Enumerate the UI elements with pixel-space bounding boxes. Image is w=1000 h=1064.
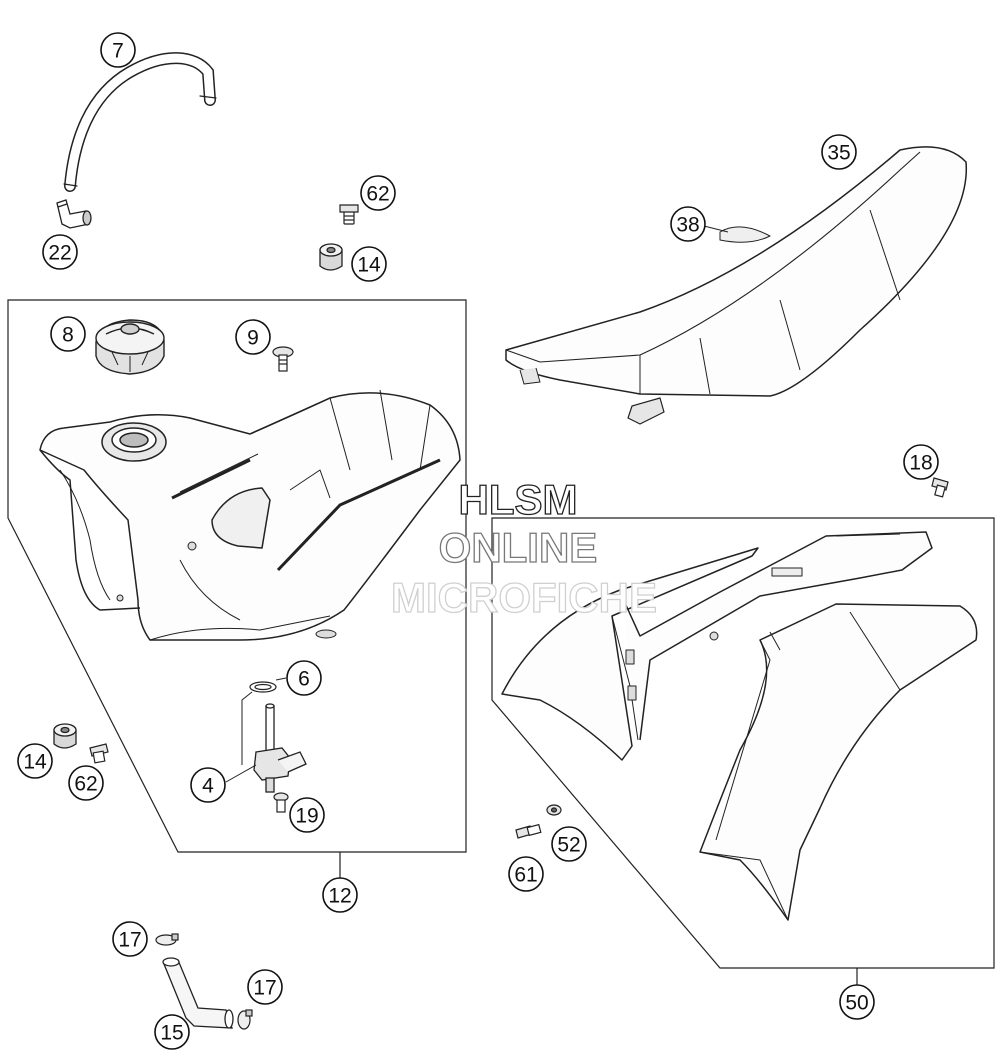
callout-4: 4: [190, 767, 226, 803]
washer-52: [546, 804, 562, 816]
bolt-62-left: [89, 743, 109, 764]
callout-15: 15: [154, 1014, 190, 1050]
o-ring: [249, 681, 277, 693]
bolt-18: [931, 477, 949, 498]
callout-18: 18: [903, 444, 939, 480]
callout-50: 50: [839, 984, 875, 1020]
callout-14-top: 14: [351, 246, 387, 282]
callout-8: 8: [50, 316, 86, 352]
callout-label: 61: [514, 864, 537, 887]
rubber-bushing-14-left: [53, 723, 77, 749]
callout-62-left: 62: [68, 765, 104, 801]
callout-label: 19: [295, 805, 318, 828]
callout-label: 62: [74, 773, 97, 796]
callout-52: 52: [551, 826, 587, 862]
callout-22: 22: [42, 234, 78, 270]
hose-clamp-17-upper: [155, 933, 179, 946]
callout-38: 38: [670, 206, 706, 242]
screw-9: [272, 346, 294, 372]
rubber-bushing-14-top: [319, 243, 343, 271]
watermark-line-1: HLSM: [459, 476, 578, 523]
fuel-tap: [253, 703, 307, 793]
callout-label: 62: [366, 183, 389, 206]
callout-label: 6: [298, 668, 310, 691]
callout-7: 7: [100, 32, 136, 68]
callout-61: 61: [508, 856, 544, 892]
callout-62-top: 62: [360, 175, 396, 211]
fuel-hose: [162, 957, 234, 1029]
bolt-61: [515, 823, 542, 839]
bolt-62-top: [339, 204, 359, 225]
callout-label: 12: [328, 885, 351, 908]
leader-4: [225, 764, 257, 783]
callout-19: 19: [289, 797, 325, 833]
callout-label: 17: [253, 977, 276, 1000]
fuel-tank: [39, 389, 461, 641]
leader-4-to-6: [241, 691, 253, 765]
hose-elbow-fitting: [56, 199, 92, 229]
callout-label: 38: [676, 214, 699, 237]
callout-label: 14: [23, 751, 47, 774]
callout-35: 35: [821, 134, 857, 170]
hose-clamp-17-lower: [237, 1009, 253, 1030]
radiator-spoilers: [501, 531, 978, 921]
callout-label: 22: [48, 242, 71, 265]
watermark-line-3: MICROFICHE: [391, 574, 657, 621]
callout-label: 17: [118, 929, 141, 952]
leader-38: [703, 225, 729, 233]
callout-label: 9: [247, 327, 259, 350]
watermark: HLSM ONLINE MICROFICHE: [390, 475, 657, 621]
callout-label: 14: [357, 254, 381, 277]
callout-label: 52: [557, 834, 580, 857]
callout-label: 4: [202, 775, 214, 798]
screw-19: [273, 792, 289, 813]
callout-9: 9: [235, 319, 271, 355]
fuel-tank-group-frame: [7, 299, 467, 853]
callout-label: 15: [160, 1022, 183, 1045]
callout-6: 6: [286, 660, 322, 696]
callout-label: 35: [827, 142, 850, 165]
callout-label: 7: [112, 40, 124, 63]
fuel-cap: [95, 319, 165, 375]
callout-17-lower: 17: [247, 969, 283, 1005]
seat: [505, 146, 968, 425]
callout-label: 50: [845, 992, 868, 1015]
leader-6: [275, 677, 287, 681]
callout-label: 8: [62, 324, 74, 347]
breather-hose: [63, 52, 217, 192]
watermark-line-2: ONLINE: [439, 524, 598, 571]
callout-12: 12: [322, 877, 358, 913]
callout-17-upper: 17: [112, 921, 148, 957]
callout-14-left: 14: [17, 743, 53, 779]
callout-label: 18: [909, 452, 932, 475]
